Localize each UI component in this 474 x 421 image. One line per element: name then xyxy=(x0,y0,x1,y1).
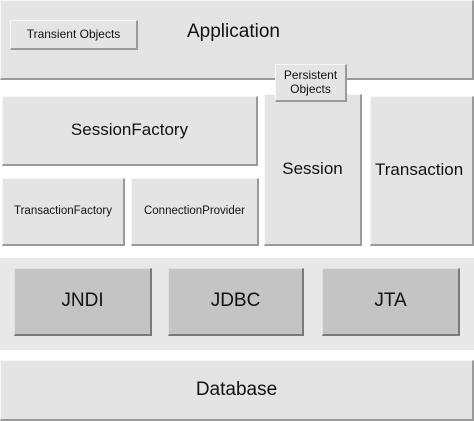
jdbc-box: JDBC xyxy=(168,268,304,336)
session-factory-box: SessionFactory xyxy=(2,96,258,166)
jndi-label: JNDI xyxy=(61,290,104,312)
persistent-objects-label-line2: Objects xyxy=(290,81,331,96)
session-label: Session xyxy=(282,159,343,179)
transient-objects-label: Transient Objects xyxy=(26,26,121,41)
application-label: Application xyxy=(187,21,280,42)
transient-objects-box: Transient Objects xyxy=(10,20,138,50)
jndi-box: JNDI xyxy=(14,268,152,336)
persistent-objects-box: Persistent Objects xyxy=(275,64,347,102)
persistent-objects-label-line1: Persistent xyxy=(283,68,338,83)
database-label: Database xyxy=(195,378,278,400)
connection-provider-label: ConnectionProvider xyxy=(143,205,245,218)
database-layer: Database xyxy=(0,360,474,421)
jta-box: JTA xyxy=(322,268,460,336)
transaction-label: Transaction xyxy=(375,160,464,180)
session-factory-label: SessionFactory xyxy=(70,120,189,140)
transaction-box: Transaction xyxy=(370,96,474,246)
jdbc-label: JDBC xyxy=(210,290,261,312)
session-box: Session xyxy=(264,94,362,246)
transaction-factory-box: TransactionFactory xyxy=(2,178,125,246)
jta-label: JTA xyxy=(374,290,407,312)
connection-provider-box: ConnectionProvider xyxy=(131,178,259,246)
transaction-factory-label: TransactionFactory xyxy=(14,205,112,218)
